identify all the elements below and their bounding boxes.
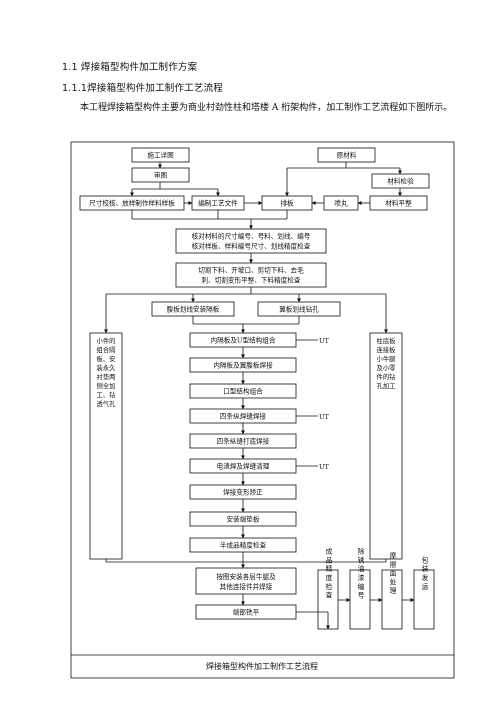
ut-label: UT bbox=[319, 413, 330, 421]
flange-drilling-label: 翼板划线钻孔 bbox=[279, 305, 319, 314]
design-drawing-label: 施工详图 bbox=[147, 151, 174, 160]
bracket-label-line1: 按图安装各层牛腿及 bbox=[216, 572, 276, 581]
connectors bbox=[104, 162, 415, 630]
left-side-line: 透气孔 bbox=[97, 399, 117, 408]
qc-label: 成品精度检查 bbox=[324, 547, 332, 601]
end-milling-label: 端部铣平 bbox=[233, 608, 260, 617]
process-docs-label: 编制工艺文件 bbox=[198, 199, 238, 208]
left-side-line: 衬垫两 bbox=[97, 372, 116, 381]
right-side-line: 连接板 bbox=[377, 345, 397, 354]
paint-label: 摩擦面处理 bbox=[388, 551, 396, 596]
bracket-label-line2: 其他连接件并焊接 bbox=[220, 582, 273, 591]
left-side-line: 小件的 bbox=[97, 336, 116, 345]
step-labels: 内隔板及U型结构组合 内隔板及翼腹板焊接 口型结构组合 四条纵焊缝焊接 四条纵缝… bbox=[211, 336, 276, 550]
material-flatten-label: 材料平整 bbox=[385, 199, 412, 208]
loft-label: 尺寸校核、放样制作样料样板 bbox=[89, 199, 175, 208]
right-side-line: 小牛腿 bbox=[377, 354, 397, 363]
left-side-line: 组合隔 bbox=[97, 345, 116, 354]
right-side-line: 孔加工 bbox=[377, 381, 396, 390]
review-drawing-label: 审图 bbox=[154, 171, 168, 180]
flowchart-frame bbox=[70, 141, 455, 679]
check-label-line1: 核对材料的尺寸编号、号料、划线、编号 bbox=[192, 232, 311, 241]
step-label: 安装端垫板 bbox=[227, 515, 260, 524]
material-inspection-label: 材料检验 bbox=[387, 177, 414, 186]
diaphragm-marking-label: 腹板划线安装隔板 bbox=[167, 305, 220, 314]
right-side-line: 及小零 bbox=[377, 363, 397, 372]
right-side-line: 件的钻 bbox=[377, 372, 397, 381]
step-label: 口型结构组合 bbox=[223, 387, 263, 396]
cut-label-line1: 切割下料、开坡口、剪切下料、去毛 bbox=[198, 266, 304, 275]
left-side-line: 板、安 bbox=[97, 354, 116, 363]
subsection-title: 1.1.1焊接箱型构件加工制作工艺流程 bbox=[62, 83, 223, 94]
shot-blast-label: 喷丸 bbox=[334, 199, 348, 208]
raw-material-box bbox=[317, 147, 376, 163]
ut-label: UT bbox=[319, 337, 330, 345]
left-side-line: 侧全加 bbox=[97, 381, 116, 390]
step-label: 内隔板及U型结构组合 bbox=[211, 336, 276, 345]
check-label-line2: 核对样板、样料编号尺寸、划线精度检查 bbox=[192, 242, 311, 251]
step-label: 四条纵焊缝焊接 bbox=[220, 412, 267, 421]
step-label: 焊接变形矫正 bbox=[223, 488, 263, 497]
section-title: 1.1 焊接箱型构件加工制作方案 bbox=[62, 62, 198, 73]
ut-label: UT bbox=[319, 463, 330, 471]
right-side-line: 柱底板 bbox=[377, 336, 397, 345]
left-side-line: 装永久 bbox=[97, 363, 117, 372]
rust-label: 除锈油漆编号 bbox=[356, 547, 364, 601]
ship-label: 包装发运 bbox=[420, 555, 428, 591]
step-label: 半成品精度检查 bbox=[220, 541, 267, 550]
step-label: 四条纵缝打底焊接 bbox=[217, 437, 270, 446]
intro-paragraph: 本工程焊接箱型构件主要为商业村劲性柱和塔楼 A 桁架构件，加工制作工艺流程如下图… bbox=[80, 103, 453, 113]
raw-material-label: 原材料 bbox=[337, 151, 357, 160]
nesting-label: 排板 bbox=[280, 199, 294, 208]
cut-label-line2: 刺、切割变形平整、下料精度检查 bbox=[202, 276, 301, 285]
left-side-line: 工、钻 bbox=[97, 390, 117, 399]
step-label: 电渣焊及焊缝清理 bbox=[217, 462, 270, 471]
bracket-box bbox=[195, 567, 297, 595]
step-label: 内隔板及翼腹板焊接 bbox=[213, 361, 273, 370]
design-drawing-box bbox=[131, 147, 190, 163]
flowchart-caption: 焊接箱型构件加工制作工艺流程 bbox=[206, 661, 318, 671]
